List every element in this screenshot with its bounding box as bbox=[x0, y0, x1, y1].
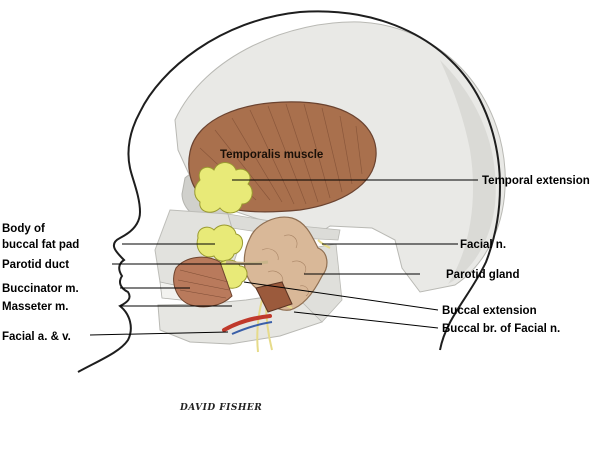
label-parotid-duct: Parotid duct bbox=[2, 259, 69, 271]
buccinator-muscle bbox=[173, 256, 233, 308]
label-buccinator-m: Buccinator m. bbox=[2, 283, 79, 295]
artist-signature: DAVID FISHER bbox=[179, 403, 262, 413]
label-buccal-br-of-facial-n: Buccal br. of Facial n. bbox=[442, 323, 560, 335]
parotid-lobules bbox=[261, 234, 309, 303]
facial-nerve-trunk bbox=[317, 239, 331, 249]
head-outline bbox=[77, 10, 501, 373]
facial-vessels bbox=[222, 314, 273, 335]
label-temporalis-muscle: Temporalis muscle bbox=[220, 149, 323, 161]
leader-buccal-extension bbox=[243, 281, 439, 311]
temporal-extension-fat bbox=[194, 162, 253, 214]
leader-buccal-br-facial-n bbox=[293, 311, 439, 329]
leader-facial-a-v bbox=[89, 331, 229, 336]
label-body-of-line2: buccal fat pad bbox=[2, 239, 79, 251]
label-body-of-line1: Body of bbox=[2, 223, 45, 235]
masseter-cut-shape bbox=[255, 281, 293, 313]
buccinator-muscle-shape bbox=[173, 256, 233, 308]
labels: Temporalis muscle Temporal extension Bod… bbox=[2, 149, 590, 343]
temporalis-fibers bbox=[199, 103, 363, 205]
label-parotid-gland: Parotid gland bbox=[446, 269, 519, 281]
facial-artery bbox=[222, 314, 272, 332]
label-facial-n: Facial n. bbox=[460, 239, 506, 251]
leader-lines bbox=[89, 179, 478, 336]
buccal-fat-pad-body bbox=[196, 224, 243, 262]
label-buccal-extension: Buccal extension bbox=[442, 305, 537, 317]
label-facial-a-and-v: Facial a. & v. bbox=[2, 331, 71, 343]
temporal-extension-blob bbox=[194, 162, 253, 214]
masseter-cut bbox=[255, 281, 293, 313]
parotid-duct bbox=[225, 260, 269, 265]
skull-shading bbox=[440, 60, 496, 284]
label-temporal-extension: Temporal extension bbox=[482, 175, 590, 187]
label-masseter-m: Masseter m. bbox=[2, 301, 68, 313]
facial-vein bbox=[231, 321, 273, 335]
